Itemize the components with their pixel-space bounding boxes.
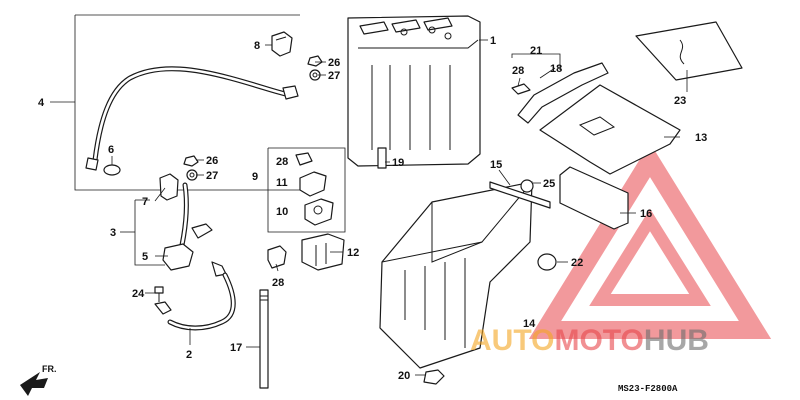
callout-2: 2: [186, 349, 192, 361]
front-direction-label: FR.: [42, 364, 57, 374]
watermark-part-auto: AUTO: [470, 324, 554, 357]
callout-22: 22: [571, 257, 583, 269]
callout-27-upper: 27: [328, 70, 340, 82]
rubber-foot: [423, 369, 445, 385]
callout-19: 19: [392, 157, 404, 169]
callout-6: 6: [108, 144, 114, 156]
callout-16: 16: [640, 208, 652, 220]
callout-14: 14: [523, 318, 536, 330]
grommet: [537, 253, 557, 271]
watermark-part-moto: MOTO: [554, 324, 643, 357]
callout-18: 18: [550, 63, 562, 75]
front-arrow: [20, 372, 48, 396]
callout-28-relay: 28: [276, 156, 288, 168]
callout-26-upper: 26: [328, 57, 340, 69]
relay-group: [267, 147, 346, 271]
nut-bolt-upper: [307, 55, 323, 81]
callout-7: 7: [142, 196, 148, 208]
diagram-code: MS23-F2800A: [618, 384, 678, 394]
callout-21: 21: [530, 45, 542, 57]
watermark-part-hub: HUB: [644, 324, 709, 357]
callout-8: 8: [254, 40, 260, 52]
clip-28-lower: [267, 245, 287, 269]
callout-1: 1: [490, 35, 496, 47]
callout-15: 15: [490, 159, 502, 171]
negative-cable-group: [120, 173, 213, 271]
starter-relay: [301, 233, 345, 271]
callout-5: 5: [142, 251, 148, 263]
breather-tube: [259, 289, 269, 389]
battery-box: [379, 179, 557, 385]
callout-24: 24: [132, 288, 145, 300]
nut-bolt-lower: [183, 155, 199, 181]
svg-text:AUTOMOTOHUB: AUTOMOTOHUB: [470, 324, 709, 357]
terminal-cover: [271, 31, 293, 57]
callout-23: 23: [674, 95, 686, 107]
callout-28-strap: 28: [512, 65, 524, 77]
callout-26-lower: 26: [206, 155, 218, 167]
callout-12: 12: [347, 247, 359, 259]
owner-manual: [635, 21, 743, 81]
battery-cover: [539, 84, 681, 175]
battery-strap: [511, 53, 609, 124]
callout-13: 13: [695, 132, 707, 144]
callout-20: 20: [398, 370, 410, 382]
callouts: 1 2 3 4 5 6 7 8 9 10 11 12 13 14 15 16 1…: [38, 35, 707, 382]
callout-11: 11: [276, 177, 288, 189]
callout-9: 9: [252, 171, 258, 183]
callout-27-lower: 27: [206, 170, 218, 182]
callout-17: 17: [230, 342, 242, 354]
sub-cable: [154, 261, 236, 331]
callout-3: 3: [110, 227, 116, 239]
battery: [347, 15, 481, 169]
callout-28-lower: 28: [272, 277, 284, 289]
leader-lines: [50, 39, 688, 376]
callout-10: 10: [276, 206, 288, 218]
callout-25: 25: [543, 178, 555, 190]
watermark-text: AUTOMOTOHUB: [470, 324, 709, 357]
watermark-logo: [528, 142, 772, 339]
callout-4: 4: [38, 97, 45, 109]
side-bracket: [559, 166, 629, 230]
